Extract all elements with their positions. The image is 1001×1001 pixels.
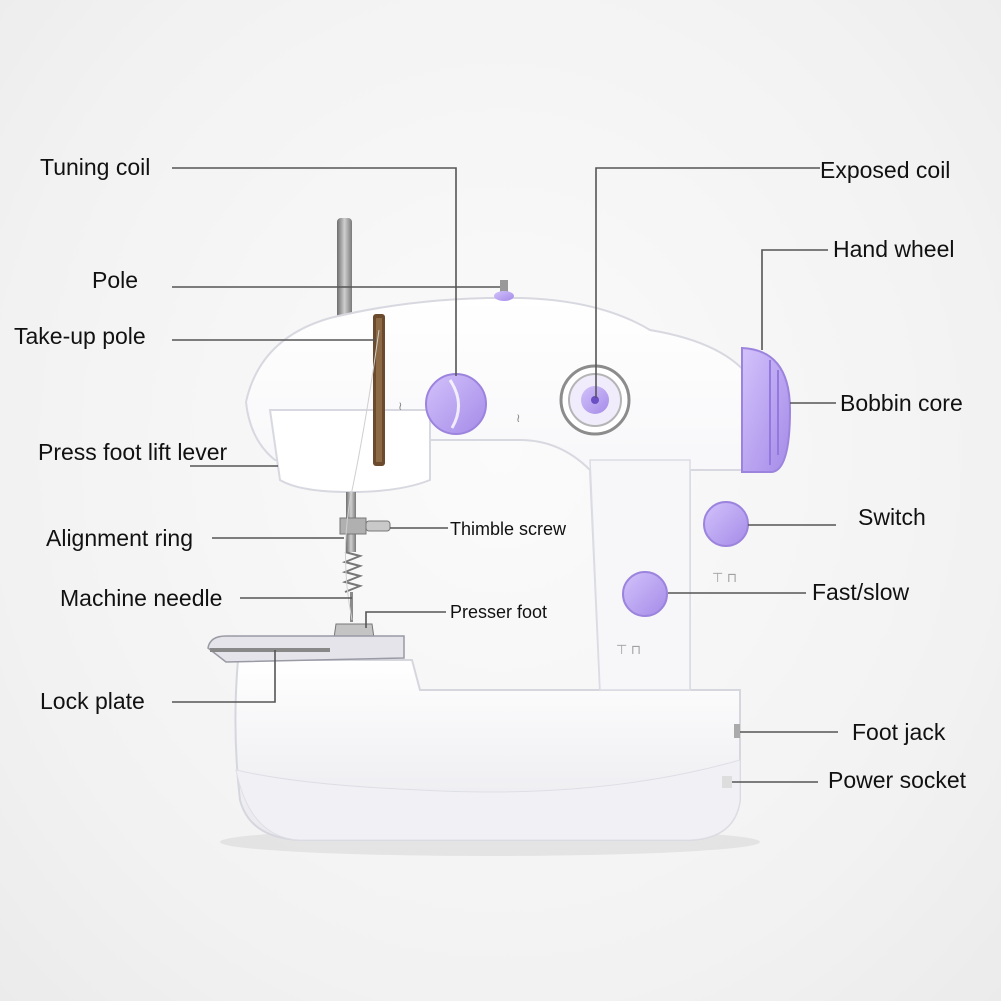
speed-switch (622, 571, 668, 617)
foot-jack-port (734, 724, 740, 738)
svg-text:≀: ≀ (398, 399, 403, 413)
label-press-foot-lift-lever: Press foot lift lever (38, 439, 228, 465)
machine-needle-part (350, 592, 353, 622)
label-tuning-coil: Tuning coil (40, 154, 151, 180)
label-bobbin-core: Bobbin core (840, 390, 963, 416)
power-switch (703, 501, 749, 547)
label-switch: Switch (858, 504, 926, 530)
hand-wheel (741, 346, 792, 473)
needle-housing (268, 409, 431, 494)
tension-dial (425, 373, 487, 435)
svg-text:⊤ ⊓: ⊤ ⊓ (616, 642, 641, 657)
leader-lines (172, 167, 838, 783)
label-presser-foot: Presser foot (450, 602, 548, 622)
label-foot-jack: Foot jack (852, 719, 946, 745)
thimble-screw-part (365, 520, 391, 532)
svg-text:⊤ ⊓: ⊤ ⊓ (712, 570, 737, 585)
label-pole: Pole (92, 267, 139, 293)
label-hand-wheel: Hand wheel (833, 236, 955, 262)
label-exposed-coil: Exposed coil (820, 157, 951, 183)
base-lower-band (235, 759, 741, 841)
label-thimble-screw: Thimble screw (450, 519, 567, 539)
svg-text:≀: ≀ (516, 411, 521, 425)
label-power-socket: Power socket (828, 767, 967, 793)
label-lock-plate: Lock plate (40, 688, 145, 714)
label-fast-slow: Fast/slow (812, 579, 910, 605)
thread-guide-pin (500, 280, 508, 294)
alignment-ring-part (339, 517, 367, 535)
spool-pole (337, 218, 352, 328)
label-alignment-ring: Alignment ring (46, 525, 194, 551)
label-take-up-pole: Take-up pole (14, 323, 146, 349)
needle-spring (341, 551, 364, 593)
label-machine-needle: Machine needle (60, 585, 223, 611)
power-socket-port (722, 776, 732, 788)
